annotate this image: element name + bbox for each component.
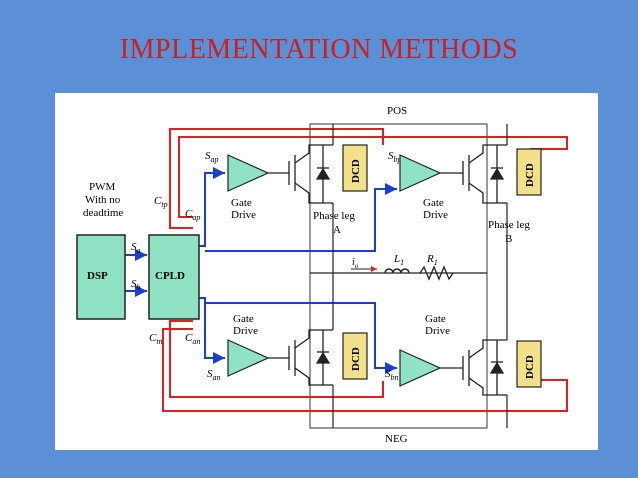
dcd-block-an — [342, 332, 368, 380]
switch-cell-an — [268, 329, 333, 386]
dcd-block-ap — [342, 144, 368, 192]
gate-drive-label-bp-1: Gate — [423, 197, 444, 209]
switch-cell-bp — [440, 144, 507, 204]
gate-drive-label-ap-2: Drive — [231, 209, 256, 221]
gate-drive-label-an-2: Drive — [233, 325, 258, 337]
pwm-label-line2: With no — [85, 194, 121, 206]
inverter-diagram: POS NEG PWM With no deadtime DSP CPLD Sa… — [76, 105, 568, 445]
dcd-block-bp — [516, 148, 542, 196]
dcd-feedback-wires — [162, 128, 568, 412]
gate-drive-label-bp-2: Drive — [423, 209, 448, 221]
slide-title: IMPLEMENTATION METHODS — [119, 34, 519, 65]
phase-leg-b-line2: B — [505, 233, 512, 245]
gate-drive-amp-an — [227, 339, 270, 377]
rail-connections — [332, 124, 508, 428]
dcd-block-bn — [516, 340, 542, 388]
sa-label: Sa — [131, 241, 141, 255]
sap-label: Sap — [205, 150, 219, 164]
switch-cell-ap — [268, 144, 333, 204]
can-label: Can — [185, 332, 200, 346]
sbn-label: Sbn — [385, 368, 399, 382]
cpld-block — [148, 234, 200, 320]
cap-label: Cap — [185, 208, 200, 222]
pwm-label-line1: PWM — [89, 181, 116, 193]
io-label: io — [352, 257, 359, 270]
dcd-label-an: DCD — [350, 347, 362, 371]
dcd-label-ap: DCD — [350, 159, 362, 183]
phase-leg-a-line2: A — [333, 224, 341, 236]
cpld-label: CPLD — [155, 270, 185, 282]
neg-label: NEG — [385, 433, 408, 445]
pwm-label-line3: deadtime — [83, 207, 123, 219]
gate-drive-label-bn-1: Gate — [425, 313, 446, 325]
ctn-label: Ctn — [149, 332, 163, 346]
dcd-label-bp: DCD — [524, 163, 536, 187]
phase-leg-a-line1: Phase leg — [313, 210, 355, 222]
gate-drive-label-bn-2: Drive — [425, 325, 450, 337]
dc-bus-frame — [309, 123, 488, 429]
gate-drive-amp-bn — [399, 349, 442, 387]
gate-drive-label-ap-1: Gate — [231, 197, 252, 209]
dcd-label-bn: DCD — [524, 355, 536, 379]
sb-label: Sb — [131, 278, 141, 292]
san-label: San — [207, 368, 221, 382]
l1-label: L1 — [393, 253, 404, 267]
dsp-label: DSP — [87, 270, 108, 282]
gate-drive-amp-bp — [399, 154, 442, 192]
gate-drive-label-an-1: Gate — [233, 313, 254, 325]
inductor-l1 — [384, 268, 410, 274]
pos-label: POS — [387, 105, 407, 117]
gate-drive-amp-ap — [227, 154, 270, 192]
dsp-block — [76, 234, 126, 320]
switch-cell-bn — [440, 339, 507, 396]
diagram-panel: POS NEG PWM With no deadtime DSP CPLD Sa… — [55, 93, 598, 450]
resistor-r1 — [419, 265, 454, 281]
phase-leg-b-line1: Phase leg — [488, 219, 530, 231]
gate-signal-wires — [124, 167, 397, 374]
r1-label: R1 — [426, 253, 438, 267]
sbp-label: Sbp — [388, 150, 402, 164]
ctp-label: Ctp — [154, 195, 168, 209]
